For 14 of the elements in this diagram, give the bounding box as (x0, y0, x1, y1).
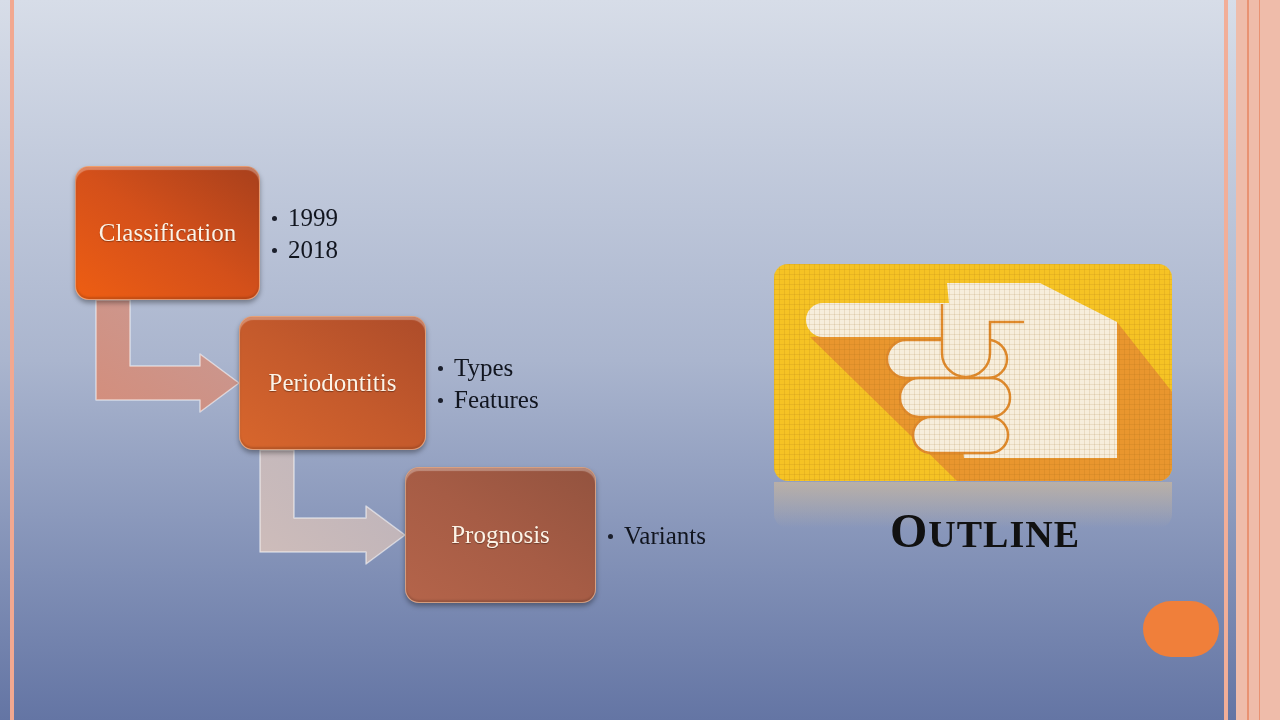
bullet-text: Features (454, 386, 539, 414)
process-box (405, 467, 596, 603)
box-label: Prognosis (451, 520, 550, 551)
bullet-text: Variants (624, 522, 706, 550)
bent-arrow (259, 449, 406, 565)
box-label: Periodontitis (268, 368, 397, 399)
process-box (75, 166, 260, 300)
process-box (239, 316, 426, 450)
bullet-text: 1999 (288, 204, 338, 232)
bullet-text: 2018 (288, 236, 338, 264)
box-label: Classification (98, 218, 237, 249)
bent-arrow (95, 299, 240, 413)
bullet-text: Types (454, 354, 514, 382)
slide-title: OUTLINE (888, 507, 1082, 555)
